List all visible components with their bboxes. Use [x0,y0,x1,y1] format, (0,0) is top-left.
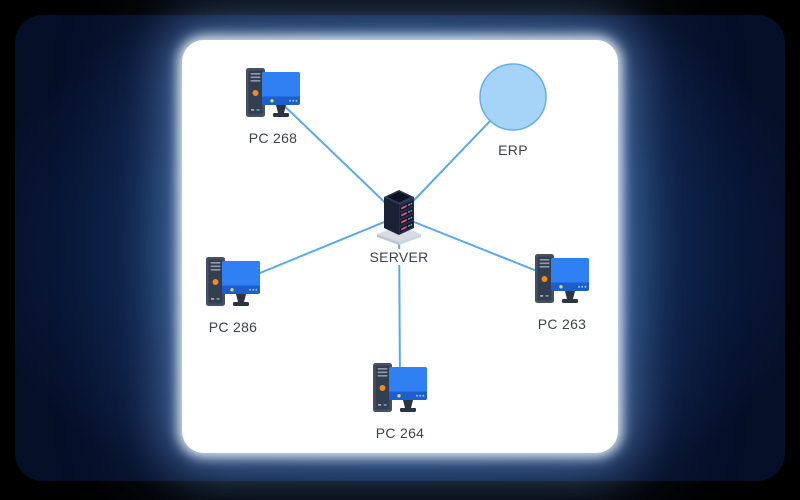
erp-circle-icon [479,63,547,131]
desktop-pc-icon [246,68,300,117]
node-pc-264[interactable]: PC 264 [340,362,460,441]
node-pc-268[interactable]: PC 268 [213,67,333,146]
node-label: SERVER [366,249,432,265]
edge-pc264-server [398,215,401,391]
node-label: PC 264 [372,425,428,441]
node-label: PC 286 [205,319,261,335]
diagram-canvas: PC 268 ERP [182,40,618,453]
desktop-pc-icon [206,257,260,306]
node-server[interactable]: SERVER [339,185,459,265]
edge-pc286-server [232,215,400,285]
desktop-pc-icon [373,363,427,412]
server-rack-icon [377,190,421,245]
node-label: ERP [495,142,531,158]
edge-pc263-server [398,215,563,282]
node-erp[interactable]: ERP [453,62,573,158]
edge-pc268-server [272,94,400,217]
node-pc-263[interactable]: PC 263 [502,253,622,332]
node-label: PC 263 [534,316,590,332]
desktop-pc-icon [535,254,589,303]
node-pc-286[interactable]: PC 286 [173,256,293,335]
node-label: PC 268 [245,130,301,146]
